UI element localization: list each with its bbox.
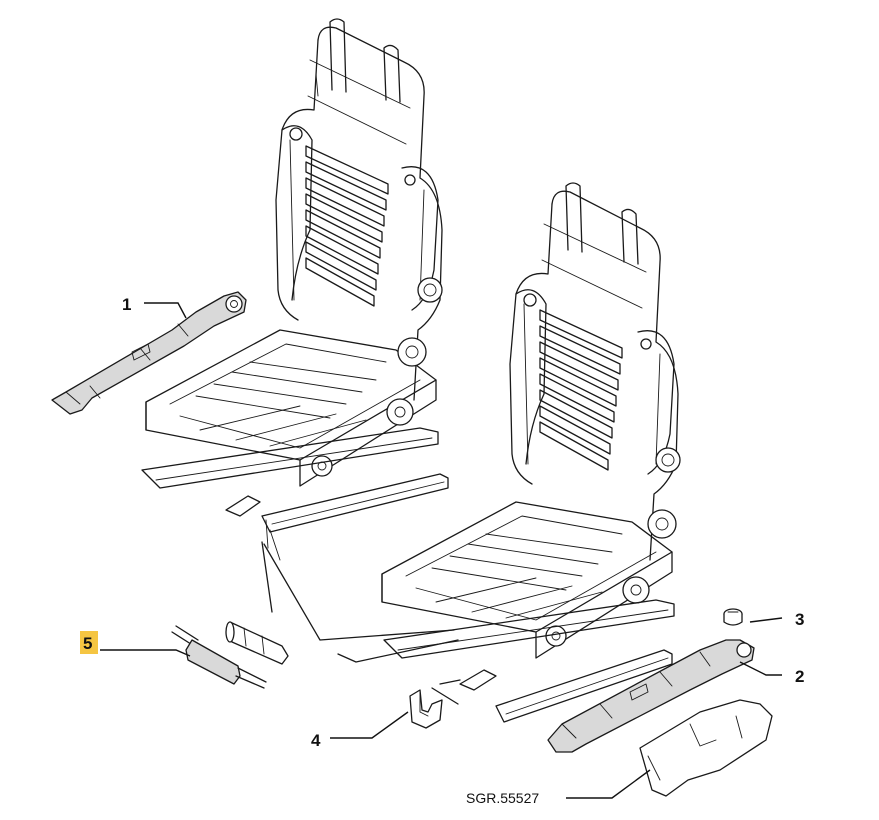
part-1-side-trim-cover	[51, 291, 247, 415]
right-seat-frame	[381, 182, 681, 723]
shroud-cover-part	[639, 699, 773, 797]
part-4-bracket-clip	[409, 689, 443, 729]
backrest-slats	[305, 145, 389, 307]
callout-3: 3	[795, 610, 804, 629]
leader-lines	[100, 302, 783, 799]
callout-1: 1	[122, 295, 131, 314]
left-seat-frame	[141, 18, 449, 561]
callout-4: 4	[311, 731, 321, 750]
reference-code: SGR.55527	[466, 790, 539, 806]
callout-2: 2	[795, 667, 804, 686]
callout-5: 5	[83, 634, 92, 653]
part-3-fastener	[723, 608, 743, 626]
callout-5-highlight	[80, 631, 98, 654]
assembly-guide-lines	[261, 541, 461, 705]
part-5-actuator-cable	[171, 621, 289, 689]
part-2-side-trim-cover	[547, 639, 755, 753]
backrest-slats-right	[539, 309, 623, 471]
